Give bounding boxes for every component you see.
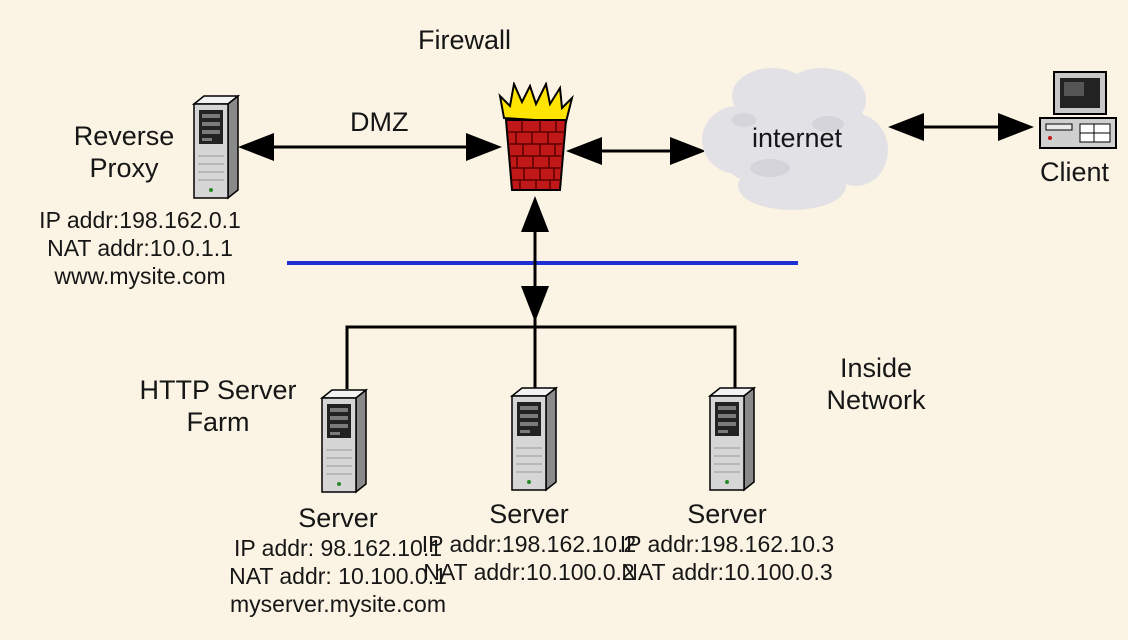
server-2-label: Server [489,499,569,529]
server-1-label: Server [298,503,378,533]
inside-bus [345,318,737,389]
internet-label: internet [752,123,843,153]
dmz-label: DMZ [350,107,409,137]
reverse-proxy-host: www.mysite.com [54,263,226,289]
server-tower-icon [509,386,558,492]
reverse-proxy-info: Reverse Proxy [74,120,175,184]
reverse-proxy-name-line1: Reverse [73,121,175,151]
server-tower-icon [707,386,756,492]
server-1-info: Server IP addr: 98.162.10.1 NAT addr: 10… [229,502,447,618]
reverse-proxy-name-line2: Proxy [89,153,159,183]
proxy-firewall-link [238,133,502,161]
firewall-inside-link [521,196,549,322]
server-3-info: Server IP addr:198.162.10.3 NAT addr:10.… [620,498,834,586]
cloud-icon [702,68,888,210]
server-3-label: Server [687,499,767,529]
server-3-ip: IP addr:198.162.10.3 [619,531,835,557]
server-2-info: Server IP addr:198.162.10.2 NAT addr:10.… [422,498,636,586]
inside-network-label: Inside Network [826,352,925,416]
server-3-nat: NAT addr:10.100.0.3 [621,559,833,585]
server-tower-icon [319,388,368,494]
computer-icon [1039,71,1117,149]
firewall-label: Firewall [418,25,512,55]
inside-network-line1: Inside [839,353,913,383]
inside-network-line2: Network [826,385,926,415]
server-farm-label: HTTP Server Farm [139,374,296,438]
server-2-ip: IP addr:198.162.10.2 [421,531,637,557]
internet-client-link [888,113,1034,141]
firewall-internet-link [566,137,706,165]
client-label: Client [1040,157,1110,187]
reverse-proxy-ip: IP addr:198.162.0.1 [39,207,241,233]
server-farm-line2: Farm [186,407,250,437]
server-1-ip: IP addr: 98.162.10.1 [233,535,443,561]
server-farm-line1: HTTP Server [139,375,297,405]
firewall-icon [498,82,574,191]
server-1-host: myserver.mysite.com [230,591,446,617]
server-2-nat: NAT addr:10.100.0.2 [423,559,635,585]
server-1-nat: NAT addr: 10.100.0.1 [229,563,447,589]
reverse-proxy-nat: NAT addr:10.0.1.1 [47,235,233,261]
reverse-proxy-addresses: IP addr:198.162.0.1 NAT addr:10.0.1.1 ww… [39,206,241,290]
server-tower-icon [191,94,240,200]
